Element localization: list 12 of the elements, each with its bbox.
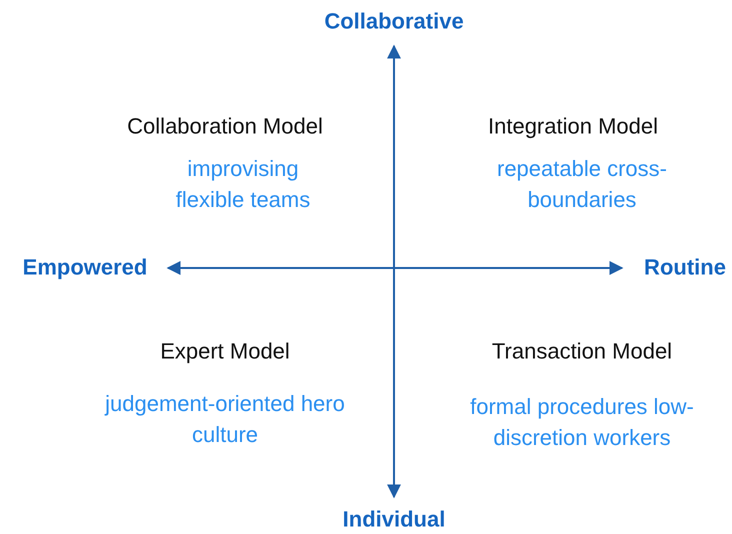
quadrant-description: improvising flexible teams [174, 155, 312, 214]
quadrant-title: Expert Model [160, 338, 290, 366]
quadrant-title: Integration Model [488, 112, 658, 141]
axis-label: Routine [644, 254, 726, 282]
quadrant-description: repeatable cross-boundaries [496, 155, 668, 214]
quadrant-title: Transaction Model [492, 338, 672, 366]
quadrant-description: formal procedures low-discretion workers [469, 393, 695, 452]
axis-label: Empowered [22, 254, 148, 282]
quadrant-description: judgement-oriented hero culture [105, 390, 345, 449]
axis-label: Individual [342, 506, 446, 534]
axis-label: Collaborative [324, 8, 464, 36]
quadrant-title: Collaboration Model [127, 112, 323, 141]
